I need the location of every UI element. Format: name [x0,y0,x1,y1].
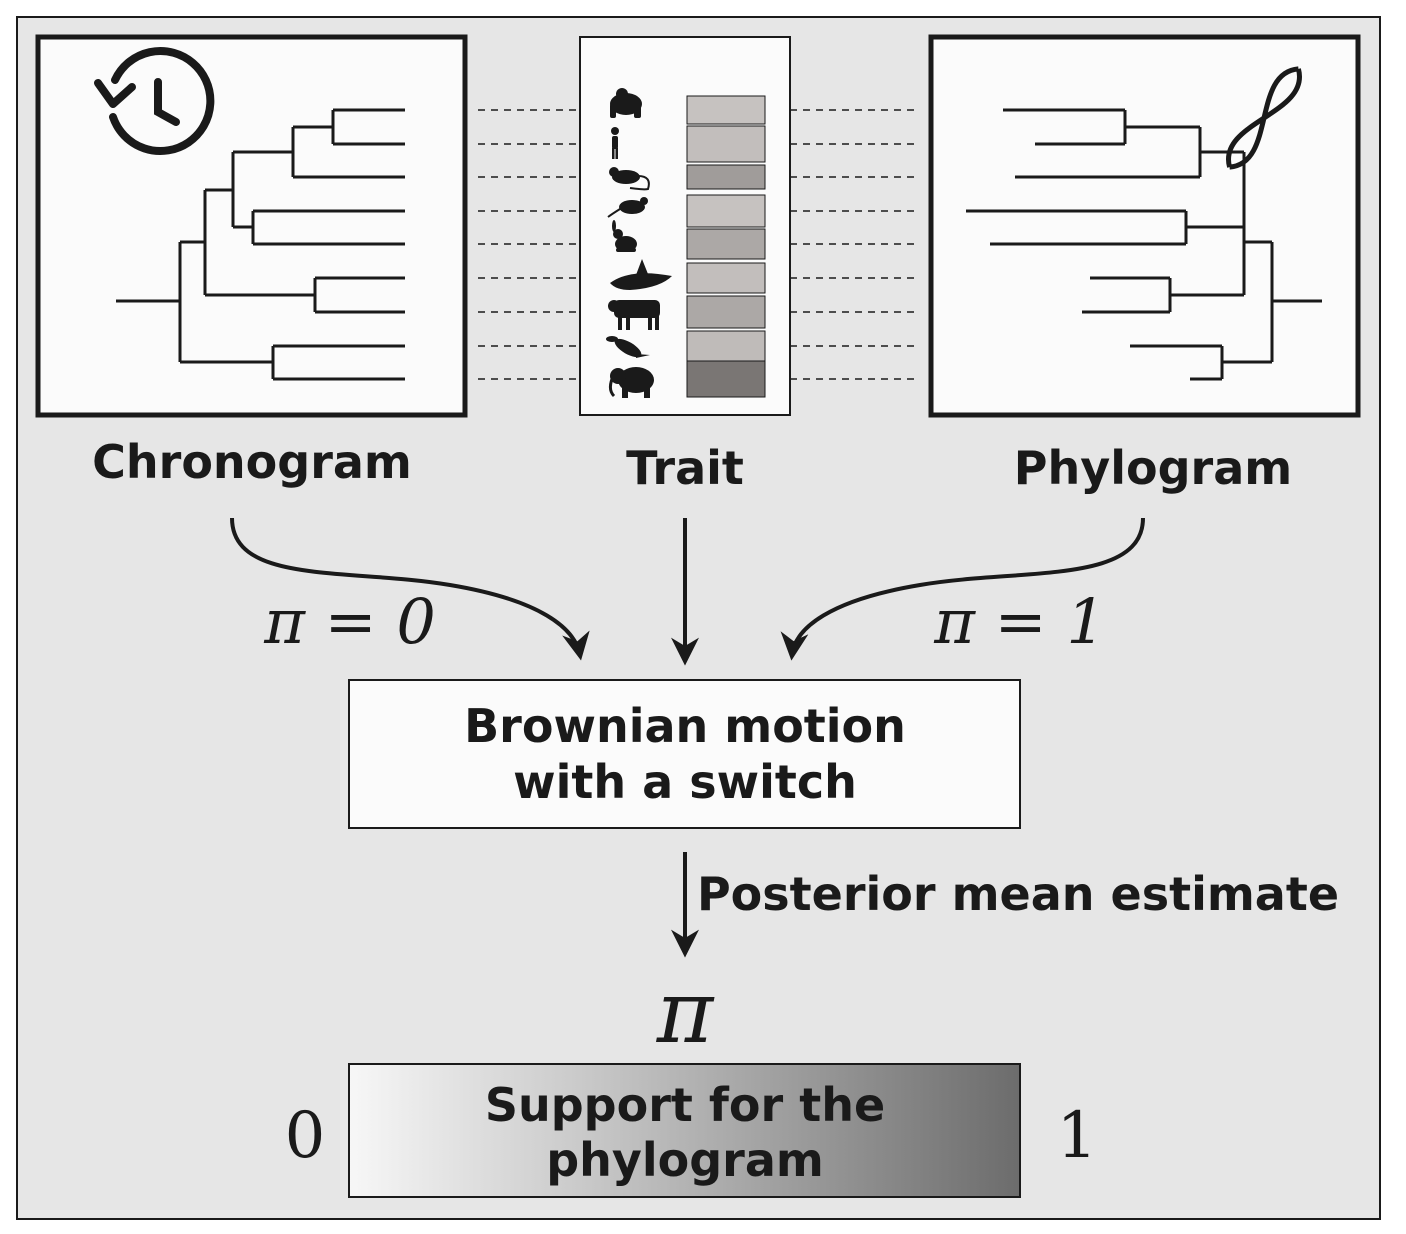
support-max-label: 1 [1057,1099,1098,1173]
trait-cell [686,125,766,163]
trait-cell [686,164,766,190]
human-icon [611,127,619,159]
model-title-line1: Brownian motion [464,699,906,753]
model-box [348,679,1021,829]
trait-cell [686,194,766,228]
chronogram-label: Chronogram [92,435,412,489]
posterior-label: Posterior mean estimate [697,867,1339,921]
chronogram-tree [116,108,405,381]
support-line1: Support for the [485,1078,885,1132]
mouse-icon [607,197,648,218]
orca-icon [610,259,672,290]
pi-symbol: π [656,963,715,1063]
phylogram-label: Phylogram [1014,441,1292,495]
rabbit-icon [612,220,637,252]
trait-cell [686,262,766,294]
trait-cell [686,228,766,260]
phylogram-tree [966,108,1322,381]
support-line2: phylogram [546,1133,824,1187]
trait-cell [686,95,766,125]
trait-label: Trait [626,441,744,495]
trait-cell [686,330,766,362]
lemur-icon [609,167,650,191]
gorilla-icon [610,88,642,118]
taxon-connectors [478,109,918,380]
chronogram-panel [35,34,468,418]
chronogram-arrow [230,517,590,661]
support-min-label: 0 [285,1099,326,1173]
phylogram-arrow [780,517,1145,661]
dna-icon [1226,66,1302,170]
platypus-icon [606,336,650,358]
support-gradient-bar [348,1063,1021,1198]
phylogram-panel [928,34,1361,418]
model-title-line2: with a switch [513,755,857,809]
trait-panel [579,36,791,416]
pi-zero-label: π = 0 [263,585,436,658]
elephant-icon [608,367,654,398]
trait-cell [686,360,766,398]
flow-arrows [230,517,1145,958]
pi-one-label: π = 1 [933,585,1106,658]
trait-cell [686,295,766,329]
history-clock-icon [94,47,215,155]
cow-icon [608,300,660,330]
